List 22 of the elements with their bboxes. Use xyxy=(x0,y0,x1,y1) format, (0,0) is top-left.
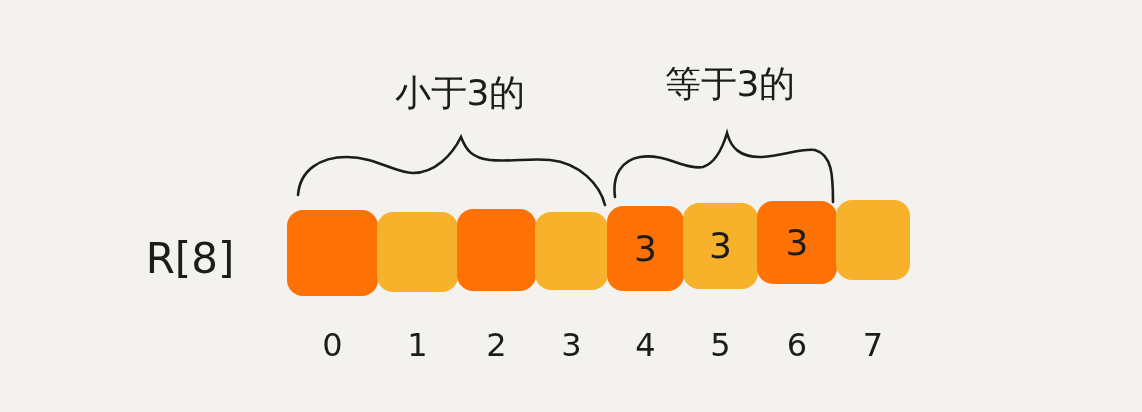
index-label: 4 xyxy=(635,329,656,361)
index-label: 3 xyxy=(561,329,582,361)
array-tile xyxy=(535,212,608,290)
index-label: 7 xyxy=(862,329,884,361)
cell-value: 3 xyxy=(634,230,657,267)
index-label: 5 xyxy=(710,329,731,361)
array-tile xyxy=(683,203,758,289)
index-label: 0 xyxy=(322,329,343,361)
array-tile xyxy=(757,201,837,284)
array-tile xyxy=(377,212,458,292)
index-label: 1 xyxy=(407,329,428,361)
array-tile xyxy=(287,210,378,296)
index-label: 6 xyxy=(786,329,808,361)
index-label: 2 xyxy=(486,329,507,361)
array-tile xyxy=(836,200,910,280)
array-name: R[8] xyxy=(145,238,235,280)
brace-label: 小于3的 xyxy=(394,75,526,111)
cell-value: 3 xyxy=(709,228,732,264)
array-tile xyxy=(607,206,684,291)
array-tile xyxy=(457,209,536,291)
cell-value: 3 xyxy=(785,224,809,261)
brace-label: 等于3的 xyxy=(664,66,796,102)
